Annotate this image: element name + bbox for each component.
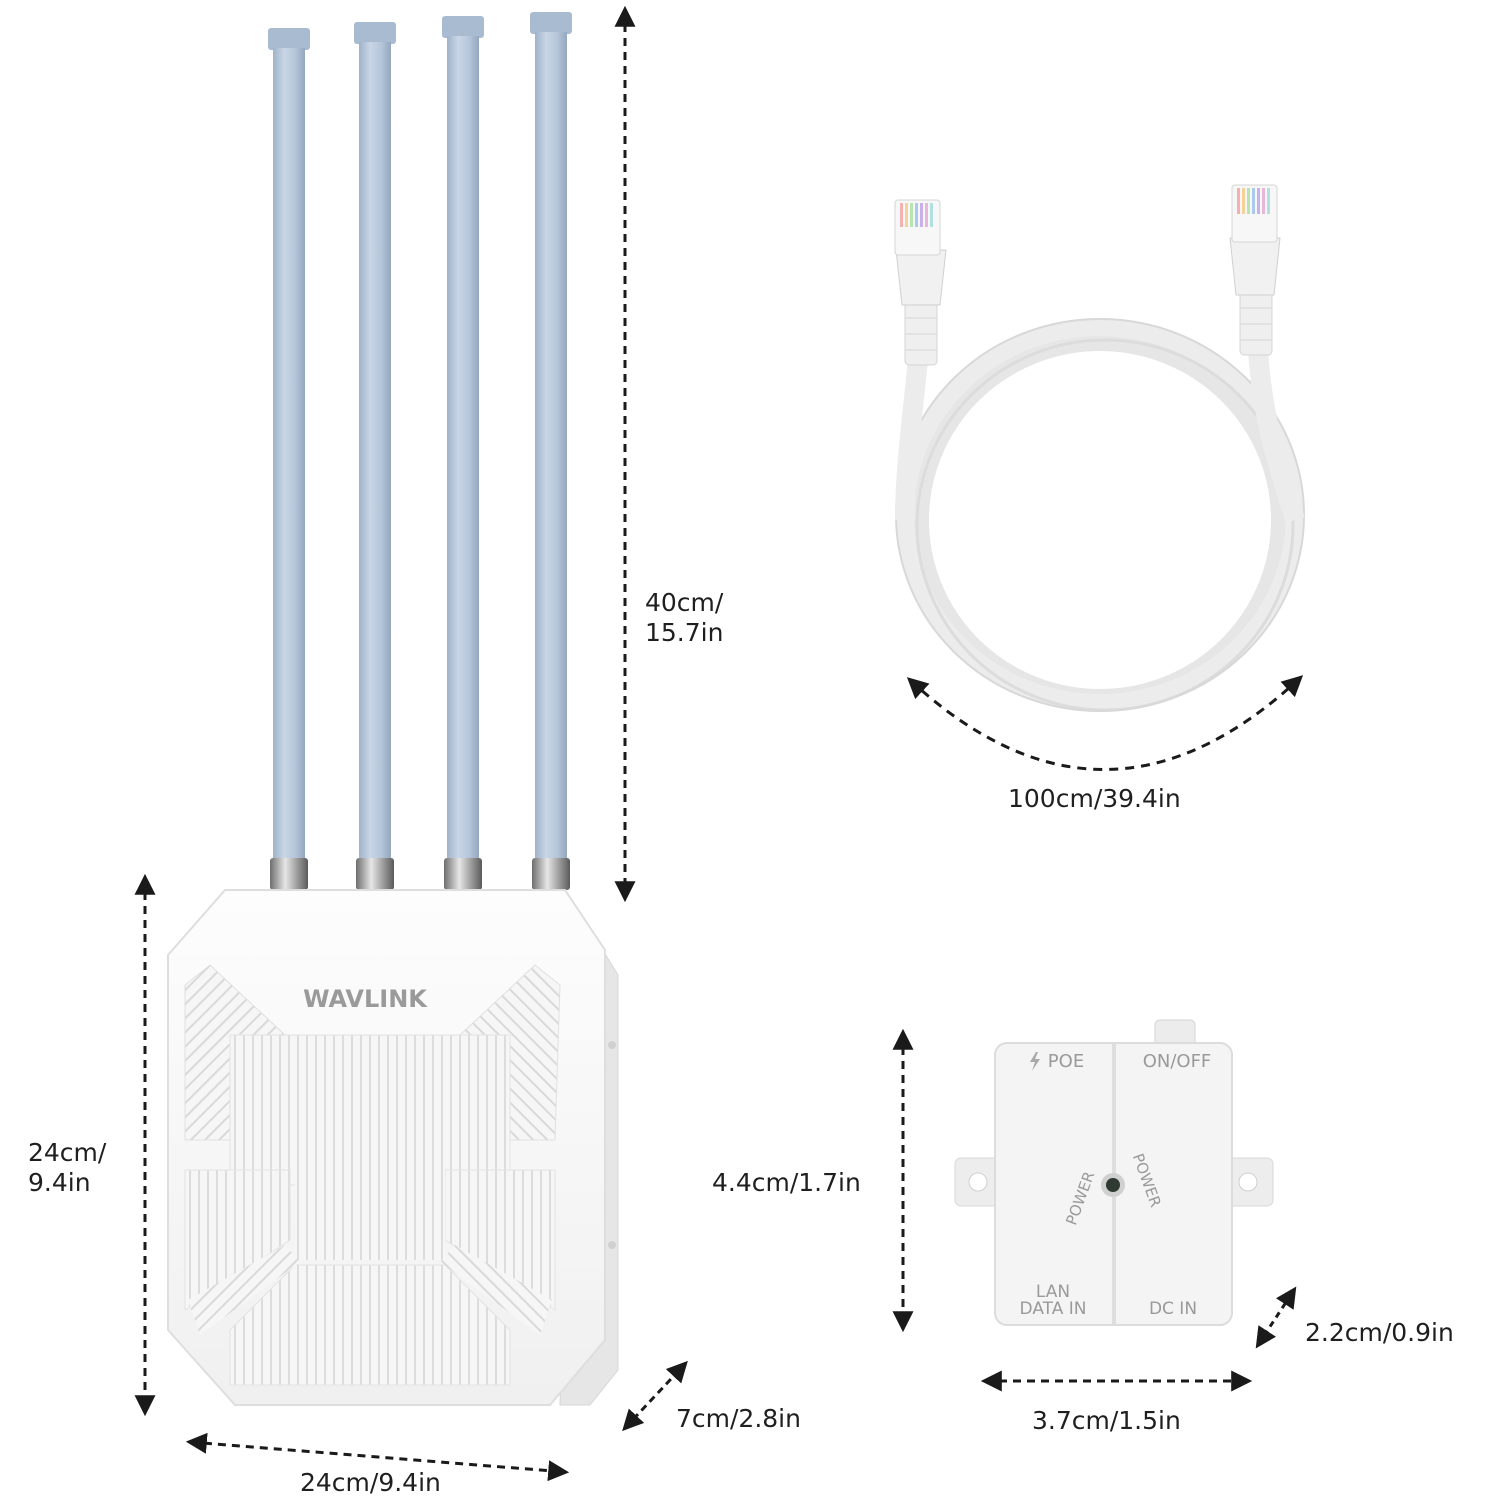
rj45-connector-left — [894, 199, 947, 366]
rj45-connector-right — [1229, 184, 1281, 356]
router-depth-label: 7cm/2.8in — [676, 1404, 801, 1433]
router-device: WAVLINK — [167, 12, 619, 1406]
cable-length-label: 100cm/39.4in — [1008, 784, 1181, 813]
router-width-label: 24cm/9.4in — [300, 1468, 441, 1497]
injector-depth-dimension-line — [1255, 1286, 1297, 1349]
dc-in-label: DC IN — [1149, 1299, 1197, 1319]
on-off-label: ON/OFF — [1143, 1051, 1212, 1072]
poe-label: POE — [1048, 1051, 1084, 1072]
antenna-1 — [268, 28, 310, 890]
antenna-2 — [354, 22, 396, 890]
router-depth-dimension-line — [622, 1360, 688, 1432]
router-width-dimension-line — [185, 1432, 570, 1482]
brand-logo: WAVLINK — [303, 985, 428, 1013]
data-in-label: DATA IN — [1020, 1299, 1087, 1319]
router-height-label: 40cm/ 15.7in — [645, 588, 724, 647]
lan-label: LAN — [1036, 1282, 1070, 1302]
injector-depth-label: 2.2cm/0.9in — [1305, 1318, 1454, 1347]
injector-width-label: 3.7cm/1.5in — [1032, 1406, 1181, 1435]
lightning-icon — [1030, 1052, 1040, 1071]
cable-length-dimension-arc — [906, 675, 1304, 771]
router-body-height-label: 24cm/ 9.4in — [28, 1138, 107, 1197]
poe-injector: POE ON/OFF POWER POWER LAN DATA IN DC IN — [954, 1019, 1274, 1326]
antenna-3 — [442, 16, 484, 890]
injector-height-label: 4.4cm/1.7in — [712, 1168, 861, 1197]
ethernet-cable — [894, 184, 1305, 712]
antenna-4 — [530, 12, 572, 890]
